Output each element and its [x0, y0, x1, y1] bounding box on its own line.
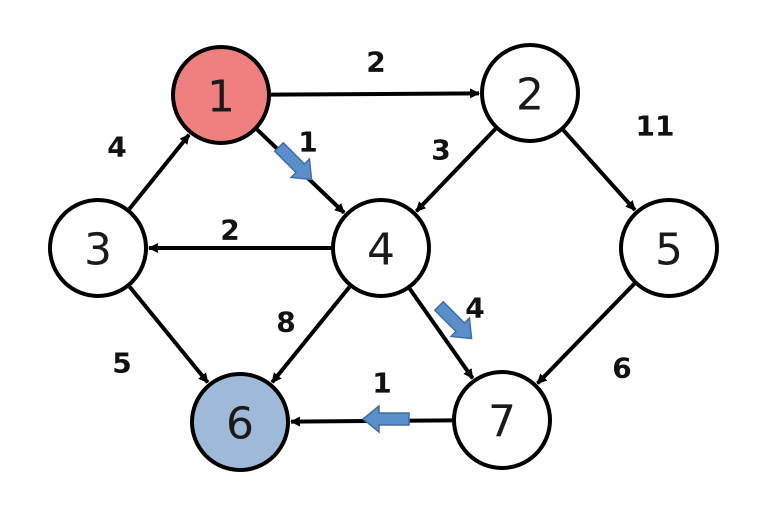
edge-3-1	[127, 133, 191, 211]
edge-weight-1-2: 2	[366, 46, 385, 79]
node-circle-6	[190, 372, 290, 472]
node-circle-3	[48, 198, 148, 298]
node-circle-5	[619, 198, 719, 298]
path-arrow-7-6	[361, 404, 410, 434]
edge-2-5	[561, 128, 637, 212]
edge-2-4	[414, 127, 497, 213]
node-label-3: 3	[84, 225, 112, 276]
node-label-7: 7	[488, 397, 516, 448]
edge-weight-4-7: 4	[465, 292, 484, 325]
edge-weight-4-3: 2	[220, 214, 239, 247]
edge-weight-2-4: 3	[431, 134, 450, 167]
edge-5-7	[536, 282, 636, 385]
edge-weight-3-6: 5	[112, 347, 131, 380]
edge-weight-7-6: 1	[372, 367, 391, 400]
node-circle-7	[452, 370, 552, 470]
node-3: 3	[48, 198, 148, 298]
edge-weight-4-6: 8	[276, 306, 295, 339]
node-label-4: 4	[367, 225, 395, 276]
node-4: 4	[331, 198, 431, 298]
edge-4-6	[270, 285, 352, 384]
edge-4-7	[408, 287, 475, 380]
node-label-6: 6	[226, 399, 254, 450]
edge-3-6	[128, 285, 210, 384]
node-circle-4	[331, 198, 431, 298]
node-6: 6	[190, 372, 290, 472]
node-circle-2	[480, 43, 580, 143]
node-1: 1	[171, 45, 271, 145]
edge-weight-1-4: 1	[298, 126, 317, 159]
edge-1-2	[270, 88, 481, 99]
path-arrow-1-4	[273, 141, 313, 181]
node-5: 5	[619, 198, 719, 298]
path-arrow-4-7	[433, 300, 473, 340]
node-label-2: 2	[516, 70, 544, 121]
edge-weight-5-7: 6	[612, 352, 631, 385]
node-2: 2	[480, 43, 580, 143]
node-label-1: 1	[207, 72, 235, 123]
edge-weight-3-1: 4	[107, 131, 126, 164]
node-7: 7	[452, 370, 552, 470]
edge-weight-2-5: 11	[636, 110, 675, 143]
node-circle-1	[171, 45, 271, 145]
node-label-5: 5	[655, 225, 683, 276]
